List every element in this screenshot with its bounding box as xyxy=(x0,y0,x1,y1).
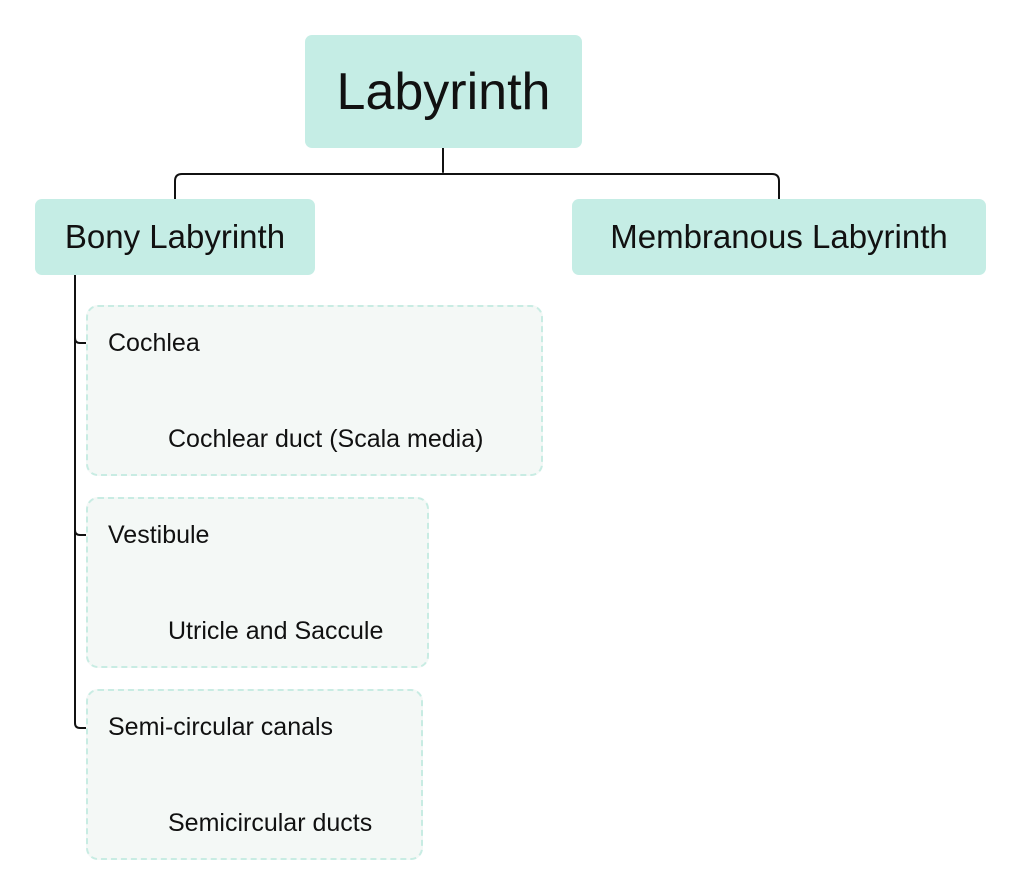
connector-bony-trunk xyxy=(74,274,95,729)
connector-root-to-bony xyxy=(174,173,444,200)
connector-bony-to-vestibule xyxy=(74,529,95,536)
node-label-semicircular-ducts: Semicircular ducts xyxy=(168,809,373,837)
node-label-utricle-saccule: Utricle and Saccule xyxy=(168,617,384,645)
node-label-vestibule: Vestibule xyxy=(108,521,210,549)
node-label-cochlear-duct: Cochlear duct (Scala media) xyxy=(168,425,484,453)
group-box-semicircular-canals xyxy=(86,689,423,860)
group-box-vestibule xyxy=(86,497,429,668)
root-node-label: Labyrinth xyxy=(336,62,551,121)
branch-node-bony-labyrinth: Bony Labyrinth xyxy=(35,199,315,275)
branch-node-label: Membranous Labyrinth xyxy=(610,218,948,255)
node-label-cochlea: Cochlea xyxy=(108,329,200,357)
node-label-semicircular-canals: Semi-circular canals xyxy=(108,713,334,741)
branch-node-membranous-labyrinth: Membranous Labyrinth xyxy=(572,199,986,275)
root-node-labyrinth: Labyrinth xyxy=(305,35,582,148)
connector-root-to-membranous xyxy=(442,173,780,200)
branch-node-label: Bony Labyrinth xyxy=(64,218,286,255)
connector-bony-to-cochlea xyxy=(74,337,95,344)
group-box-cochlea xyxy=(86,305,543,476)
